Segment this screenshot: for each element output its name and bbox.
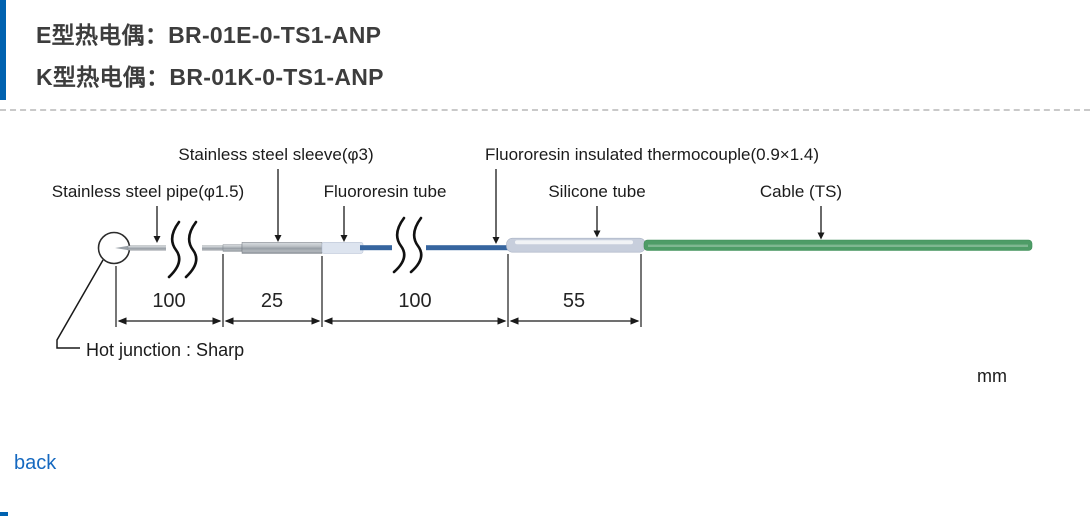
hot-junction-pointer bbox=[56, 259, 104, 349]
silicone-tube bbox=[506, 237, 646, 253]
sleeve-leader-arrow bbox=[274, 169, 282, 242]
silicone-tube-leader-arrow bbox=[593, 206, 601, 238]
break-marks bbox=[166, 216, 426, 279]
thermocouple-leader-arrow bbox=[492, 169, 500, 244]
pipe-leader-arrow bbox=[153, 206, 161, 243]
cable bbox=[643, 239, 1033, 251]
back-link[interactable]: back bbox=[14, 452, 57, 474]
dimension-value: 25 bbox=[260, 290, 284, 312]
dimension-value: 100 bbox=[398, 290, 432, 312]
hot-junction-label: Hot junction : Sharp bbox=[86, 340, 245, 360]
fluororesin-tube bbox=[321, 242, 364, 254]
model-title-e: E型热电偶：BR-01E-0-TS1-ANP bbox=[36, 22, 382, 48]
label-thermocouple: Fluororesin insulated thermocouple(0.9×1… bbox=[484, 145, 820, 164]
label-cable: Cable (TS) bbox=[759, 182, 843, 201]
cable-leader-arrow bbox=[817, 206, 825, 240]
model-title-k: K型热电偶：BR-01K-0-TS1-ANP bbox=[36, 64, 384, 90]
thermocouple-wire bbox=[360, 245, 510, 251]
bottom-accent-mark bbox=[0, 512, 8, 516]
leader-arrows bbox=[153, 169, 825, 244]
label-fluororesin-tube: Fluororesin tube bbox=[323, 182, 447, 201]
dashed-divider bbox=[0, 109, 1090, 111]
dimension-value: 55 bbox=[562, 290, 586, 312]
dimension-arrows bbox=[117, 317, 640, 325]
stainless-steel-sleeve bbox=[241, 242, 323, 254]
fluororesin-tube-leader-arrow bbox=[340, 206, 348, 242]
label-silicone-tube: Silicone tube bbox=[548, 182, 646, 201]
label-stainless-steel-pipe: Stainless steel pipe(φ1.5) bbox=[51, 182, 245, 201]
extension-lines bbox=[115, 254, 642, 327]
unit-label: mm bbox=[977, 366, 1007, 386]
hot-junction-circle bbox=[97, 231, 131, 265]
dimension-value: 100 bbox=[152, 290, 186, 312]
label-stainless-steel-sleeve: Stainless steel sleeve(φ3) bbox=[178, 145, 374, 164]
header-accent-bar bbox=[0, 0, 6, 100]
